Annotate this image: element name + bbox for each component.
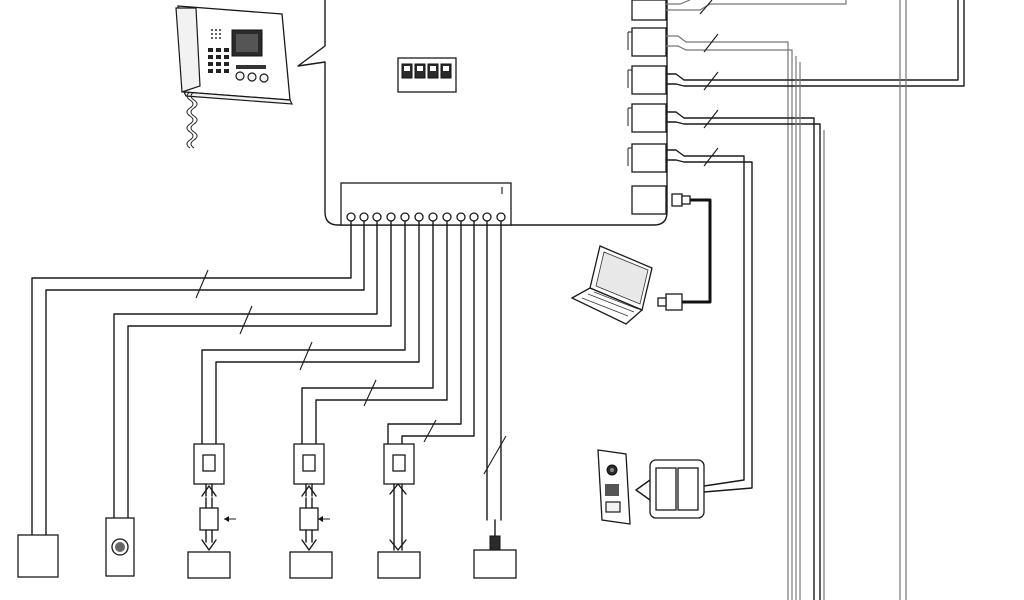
laptop-icon [570, 245, 653, 325]
usb-cable [657, 193, 712, 311]
video-door-station-icon [597, 449, 631, 525]
intercom-master-station-icon [175, 5, 294, 149]
riser-wiring [665, 0, 965, 600]
jack-plug-icon [473, 519, 517, 579]
push-button-icon [105, 517, 135, 577]
relay-icon [187, 443, 236, 579]
field-wiring [31, 220, 507, 536]
dip-switch-icon [397, 57, 457, 93]
adapter-box [635, 459, 705, 519]
relay-icon [377, 443, 421, 579]
terminal-block-icon [340, 182, 512, 226]
control-unit-icon [297, 0, 668, 226]
relay-icon [289, 443, 333, 579]
connector-stack [627, 0, 667, 215]
wall-box-1 [17, 534, 59, 578]
